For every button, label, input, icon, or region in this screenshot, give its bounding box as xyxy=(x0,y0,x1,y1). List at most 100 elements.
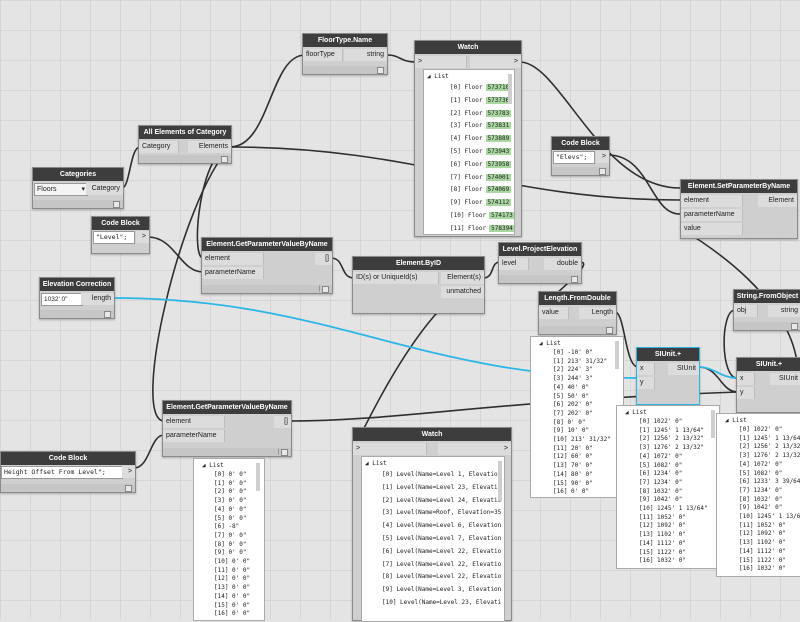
node-categories[interactable]: Categories Floors▾ Category xyxy=(32,167,124,209)
output-port-elements[interactable]: Element(s) xyxy=(441,272,484,284)
output-port[interactable]: > xyxy=(470,56,521,68)
node-elevation-correction[interactable]: Elevation Correction 1032' 0" length xyxy=(39,277,115,319)
input-port[interactable]: > xyxy=(415,56,467,68)
input-port-element[interactable]: element xyxy=(202,253,264,265)
output-port[interactable]: > xyxy=(438,443,511,455)
list-item: [8] 1032' 0" xyxy=(639,487,683,495)
list-item-index: [9] Floor xyxy=(450,199,483,207)
list-item: [12] 1092' 0" xyxy=(639,522,686,530)
input-port-parametername[interactable]: parameterName xyxy=(681,209,743,221)
list-item: [9] Level(Name=Level 3, Elevation xyxy=(382,586,502,594)
node-set-parameter-by-name[interactable]: Element.SetParameterByName element param… xyxy=(680,179,798,239)
node-string-from-object[interactable]: String.FromObject obj string xyxy=(733,289,800,331)
input-port-x[interactable]: x xyxy=(637,363,655,375)
preview-toggle-icon[interactable] xyxy=(606,327,613,334)
input-port-x[interactable]: x xyxy=(737,373,755,385)
node-floortype-name[interactable]: FloorType.Name floorType string xyxy=(302,33,388,75)
output-port[interactable]: > xyxy=(122,466,135,478)
list-item: [7] 1234' 0" xyxy=(739,486,783,494)
node-siunit-add-2[interactable]: SIUnit.+ x y SIUnit xyxy=(736,357,800,413)
preview-toggle-icon[interactable] xyxy=(571,276,578,283)
scrollbar[interactable] xyxy=(615,341,619,369)
scrollbar[interactable] xyxy=(498,461,502,501)
output-port-double[interactable]: double xyxy=(544,258,581,270)
node-level-project-elevation[interactable]: Level.ProjectElevation level double xyxy=(498,242,582,284)
output-port-string[interactable]: string xyxy=(344,49,387,61)
node-title: FloorType.Name xyxy=(303,34,387,47)
output-port-siunit[interactable]: SIUnit xyxy=(770,373,800,385)
output-port-category[interactable]: Category xyxy=(86,183,123,195)
output-port-length[interactable]: length xyxy=(81,293,114,305)
node-get-parameter-value-1[interactable]: Element.GetParameterValueByName element … xyxy=(201,237,333,294)
output-port-elements[interactable]: Elements xyxy=(188,141,231,153)
input-port-ids[interactable]: ID(s) or UniqueId(s) xyxy=(353,272,439,284)
collapse-icon[interactable]: ◢ xyxy=(202,462,210,469)
scrollbar[interactable] xyxy=(508,74,512,104)
collapse-icon[interactable]: ◢ xyxy=(725,417,733,424)
output-port-unmatched[interactable]: unmatched xyxy=(441,286,484,298)
collapse-icon[interactable]: ◢ xyxy=(427,73,435,80)
node-element-by-id[interactable]: Element.ByID ID(s) or UniqueId(s) Elemen… xyxy=(352,256,485,314)
input-port-element[interactable]: element xyxy=(163,416,225,428)
watch-list-panel[interactable]: ◢ List [0] Level(Name=Level 1, Elevation… xyxy=(361,456,505,622)
preview-bubble-length[interactable]: ◢ List [0] -10' 0"[1] 213' 31/32"[2] 224… xyxy=(530,336,624,498)
node-code-block-elevs[interactable]: Code Block "Elevs"; > xyxy=(551,136,610,176)
preview-bubble-siunit2[interactable]: ◢ List [0] 1022' 0"[1] 1245' 1 13/64[2] … xyxy=(716,413,800,577)
collapse-icon[interactable]: ◢ xyxy=(625,409,633,416)
input-port-parametername[interactable]: parameterName xyxy=(163,430,225,442)
preview-toggle-icon[interactable] xyxy=(221,156,228,163)
preview-bubble-getparam2[interactable]: ◢ List [0] 0' 0"[1] 0' 0"[2] 0' 0"[3] 0'… xyxy=(193,458,265,621)
scrollbar[interactable] xyxy=(711,410,715,438)
scrollbar[interactable] xyxy=(256,463,260,491)
preview-toggle-icon[interactable] xyxy=(104,311,111,318)
output-port-list[interactable]: [] xyxy=(315,253,332,265)
collapse-icon[interactable]: ◢ xyxy=(365,460,373,467)
preview-toggle-icon[interactable] xyxy=(281,449,288,456)
code-editor[interactable]: "Elevs"; xyxy=(553,151,595,164)
node-siunit-add-1[interactable]: SIUnit.+ x y SIUnit xyxy=(636,347,700,405)
preview-toggle-icon[interactable] xyxy=(377,67,384,74)
output-port-siunit[interactable]: SIUnit xyxy=(668,363,699,375)
preview-toggle-icon[interactable] xyxy=(113,201,120,208)
node-watch-levels[interactable]: Watch > > ◢ List [0] Level(Name=Level 1,… xyxy=(352,427,512,622)
category-dropdown[interactable]: Floors▾ xyxy=(34,183,88,196)
input-port-y[interactable]: y xyxy=(637,377,655,389)
output-port[interactable]: > xyxy=(136,231,149,243)
list-item: [1] 0' 0" xyxy=(214,479,247,487)
input-port-y[interactable]: y xyxy=(737,387,755,399)
list-item-index: [1] Floor xyxy=(450,96,483,104)
input-port-level[interactable]: level xyxy=(499,258,529,270)
input-port-obj[interactable]: obj xyxy=(734,305,758,317)
input-port-floortype[interactable]: floorType xyxy=(303,49,343,61)
node-code-block-level[interactable]: Code Block "Level"; > xyxy=(91,216,150,254)
node-code-block-height-offset[interactable]: Code Block Height Offset From Level"; > xyxy=(0,451,136,493)
preview-toggle-icon[interactable] xyxy=(599,168,606,175)
node-get-parameter-value-2[interactable]: Element.GetParameterValueByName element … xyxy=(162,400,292,457)
output-port-length[interactable]: Length xyxy=(579,307,616,319)
code-editor[interactable]: Height Offset From Level"; xyxy=(1,466,123,479)
list-item: [8] 1032' 0" xyxy=(739,495,783,503)
output-port-element[interactable]: Element xyxy=(758,195,797,207)
input-port-category[interactable]: Category xyxy=(139,141,179,153)
code-editor[interactable]: "Level"; xyxy=(93,231,135,244)
chevron-down-icon: ▾ xyxy=(81,186,85,193)
preview-toggle-icon[interactable] xyxy=(791,323,798,330)
preview-toggle-icon[interactable] xyxy=(125,485,132,492)
input-port-value[interactable]: value xyxy=(681,223,743,235)
preview-toggle-icon[interactable] xyxy=(322,286,329,293)
preview-bubble-siunit1[interactable]: ◢ List [0] 1022' 0"[1] 1245' 1 13/64"[2]… xyxy=(616,405,720,569)
node-all-elements-of-category[interactable]: All Elements of Category Category Elemen… xyxy=(138,125,232,164)
collapse-icon[interactable]: ◢ xyxy=(539,340,547,347)
input-port-parametername[interactable]: parameterName xyxy=(202,267,264,279)
input-port-element[interactable]: element xyxy=(681,195,743,207)
length-input[interactable]: 1032' 0" xyxy=(41,293,83,306)
node-title: Elevation Correction xyxy=(40,278,114,291)
input-port[interactable]: > xyxy=(353,443,427,455)
output-port[interactable]: > xyxy=(596,151,609,163)
output-port-list[interactable]: [] xyxy=(274,416,291,428)
input-port-value[interactable]: value xyxy=(539,307,569,319)
output-port-string[interactable]: string xyxy=(768,305,800,317)
node-length-from-double[interactable]: Length.FromDouble value Length xyxy=(538,291,617,335)
